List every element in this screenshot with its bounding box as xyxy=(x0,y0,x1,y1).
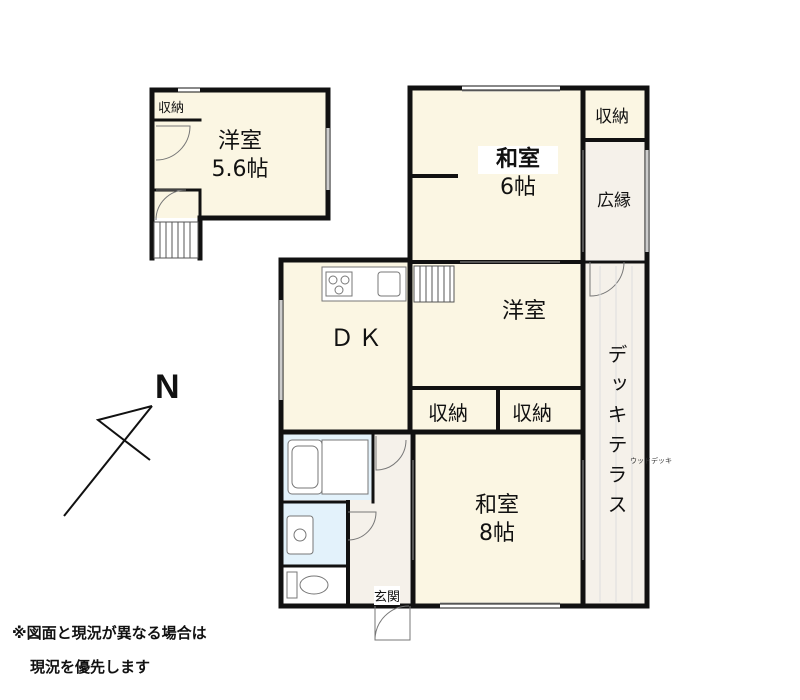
youshitsu-small-name: 洋室 xyxy=(217,129,262,154)
hiroen-floor xyxy=(585,142,645,260)
stairs-top xyxy=(153,221,199,259)
washitsu6-name: 和室 xyxy=(478,146,558,174)
washitsu8-size: 8帖 xyxy=(479,521,515,546)
youshitsu-small-size: 5.6帖 xyxy=(211,157,269,182)
washitsu6-label: 和室 6帖 xyxy=(478,146,558,202)
compass-arrow xyxy=(63,405,153,517)
washitsu6-storage-floor xyxy=(585,90,645,138)
youshitsu-small-storage-label: 収納 xyxy=(158,101,185,116)
storage-left-label: 収納 xyxy=(428,401,468,425)
window-lines xyxy=(280,90,648,604)
kitchen-counter xyxy=(321,266,407,302)
washitsu6-size: 6帖 xyxy=(500,175,536,200)
storage-right-label: 収納 xyxy=(512,401,552,425)
youshitsu-small-floor xyxy=(152,92,328,218)
genkan-label: 玄関 xyxy=(374,586,401,605)
youshitsu-small-label: 洋室 5.6帖 xyxy=(200,128,280,184)
wood-deck-small-label: ウッドデッキ xyxy=(630,457,672,465)
washitsu6-storage-label: 収納 xyxy=(595,107,629,127)
north-label: N xyxy=(155,368,180,406)
deck-boards xyxy=(599,266,633,602)
storage-left-floor xyxy=(413,388,497,430)
washitsu8-label: 和室 8帖 xyxy=(457,492,537,548)
washitsu8-floor xyxy=(413,434,583,604)
youshitsu-label: 洋室 xyxy=(502,299,547,324)
door-swings xyxy=(155,125,625,641)
note-line-1: ※図面と現況が異なる場合は xyxy=(12,624,207,642)
storage-right-floor xyxy=(500,388,582,430)
hiroen-label: 広縁 xyxy=(597,191,631,211)
washitsu8-name: 和室 xyxy=(474,493,519,518)
bath-fixtures xyxy=(286,439,369,599)
dk-label: ＤＫ xyxy=(330,324,386,352)
stairs-main xyxy=(413,265,455,303)
room-fills xyxy=(152,90,647,604)
deck-terrace-label: デッキテラス xyxy=(604,344,628,524)
note-line-2: 現況を優先します xyxy=(30,658,151,676)
